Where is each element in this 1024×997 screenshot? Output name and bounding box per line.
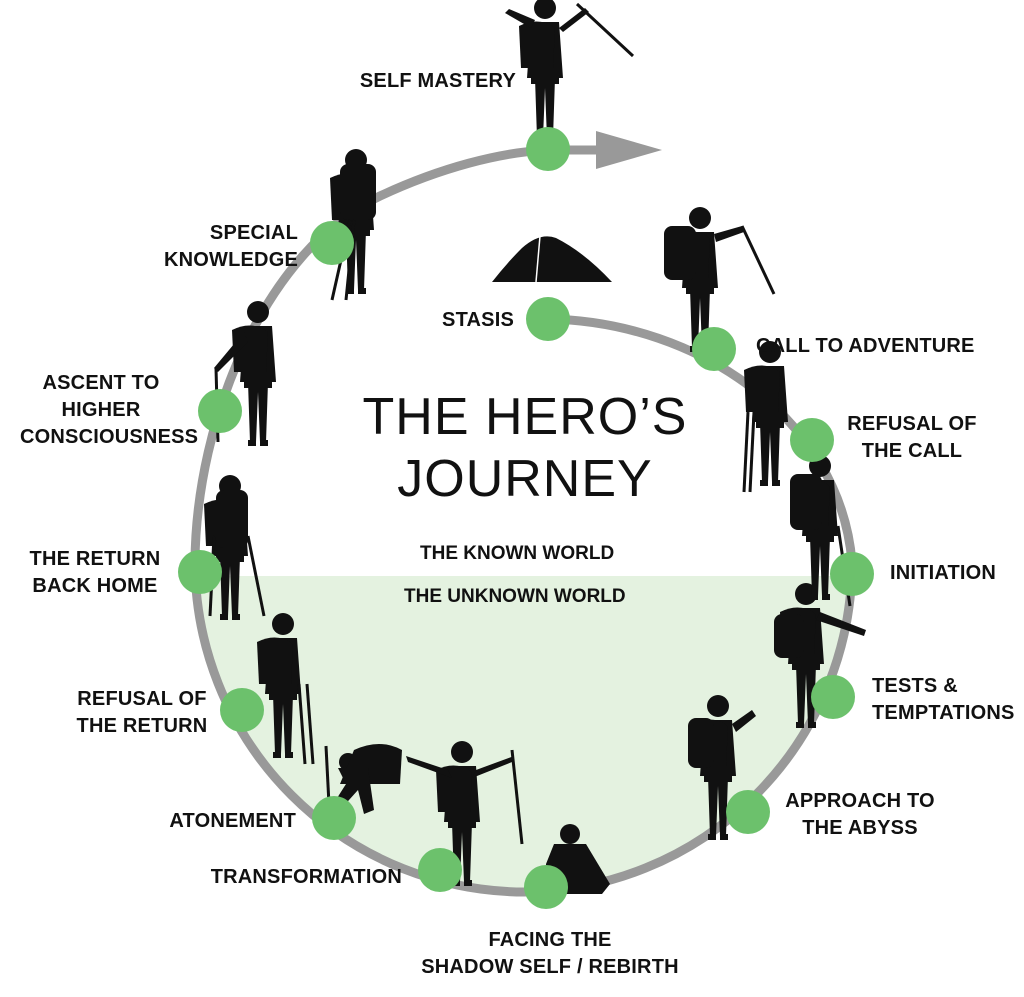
label-ascent-line-2: HIGHER bbox=[61, 399, 141, 421]
label-approach-line-1: APPROACH TO bbox=[785, 790, 935, 812]
tent-icon bbox=[492, 236, 612, 282]
label-return-home: THE RETURN BACK HOME bbox=[18, 546, 172, 600]
label-return-home-line-1: THE RETURN bbox=[29, 548, 161, 570]
label-call-to-adventure-text: CALL TO ADVENTURE bbox=[756, 335, 975, 357]
label-stasis-text: STASIS bbox=[442, 309, 514, 331]
node-transformation bbox=[418, 848, 462, 892]
hiker-refusal-return-icon bbox=[257, 613, 315, 765]
label-ascent-line-3: CONSCIOUSNESS bbox=[20, 426, 199, 448]
label-refusal-call-line-1: REFUSAL OF bbox=[847, 413, 977, 435]
hiker-refusal-call-icon bbox=[742, 341, 788, 493]
hiker-atonement-icon bbox=[324, 744, 402, 825]
label-tests: TESTS & TEMPTATIONS bbox=[872, 673, 1022, 727]
label-initiation: INITIATION bbox=[890, 560, 1020, 587]
known-world-label: THE KNOWN WORLD bbox=[420, 543, 615, 564]
label-stasis: STASIS bbox=[400, 307, 514, 334]
label-atonement-text: ATONEMENT bbox=[169, 810, 296, 832]
unknown-world-label: THE UNKNOWN WORLD bbox=[404, 586, 626, 607]
label-call-to-adventure: CALL TO ADVENTURE bbox=[756, 333, 1006, 360]
label-ascent: ASCENT TO HIGHER CONSCIOUSNESS bbox=[20, 370, 199, 451]
label-transformation-text: TRANSFORMATION bbox=[210, 866, 402, 888]
arrow-head-icon bbox=[596, 131, 662, 169]
title-line-1: THE HERO’S bbox=[362, 388, 688, 446]
label-special-knowledge-line-1: SPECIAL bbox=[209, 222, 298, 244]
silhouettes bbox=[204, 0, 866, 894]
label-refusal-return: REFUSAL OF THE RETURN bbox=[62, 686, 222, 740]
node-ascent bbox=[198, 389, 242, 433]
label-approach: APPROACH TO THE ABYSS bbox=[776, 788, 944, 842]
label-refusal-call-line-2: THE CALL bbox=[861, 440, 963, 462]
node-return-home bbox=[178, 550, 222, 594]
label-return-home-line-2: BACK HOME bbox=[32, 575, 158, 597]
node-initiation bbox=[830, 552, 874, 596]
label-initiation-text: INITIATION bbox=[890, 562, 997, 584]
label-transformation: TRANSFORMATION bbox=[160, 864, 402, 891]
hiker-approach-abyss-icon bbox=[688, 695, 756, 840]
label-facing-shadow-line-2: SHADOW SELF / REBIRTH bbox=[421, 956, 679, 978]
label-refusal-return-line-2: THE RETURN bbox=[76, 715, 208, 737]
label-special-knowledge-line-2: KNOWLEDGE bbox=[163, 249, 298, 271]
hiker-transformation-icon bbox=[406, 741, 524, 886]
label-facing-shadow-line-1: FACING THE bbox=[488, 929, 612, 951]
node-facing-shadow bbox=[524, 865, 568, 909]
label-facing-shadow: FACING THE SHADOW SELF / REBIRTH bbox=[400, 927, 700, 981]
node-refusal-return bbox=[220, 688, 264, 732]
label-tests-line-2: TEMPTATIONS bbox=[872, 702, 1015, 724]
label-refusal-call: REFUSAL OF THE CALL bbox=[842, 411, 982, 465]
node-tests bbox=[811, 675, 855, 719]
stage-nodes bbox=[178, 127, 874, 909]
node-self-mastery bbox=[526, 127, 570, 171]
node-approach bbox=[726, 790, 770, 834]
label-ascent-line-1: ASCENT TO bbox=[42, 372, 160, 394]
hiker-special-knowledge-icon bbox=[330, 149, 376, 301]
hiker-call-adventure-icon bbox=[664, 207, 776, 352]
label-atonement: ATONEMENT bbox=[120, 808, 296, 835]
diagram-title: THE HERO’S JOURNEY bbox=[330, 386, 720, 510]
node-call-to-adventure bbox=[692, 327, 736, 371]
node-atonement bbox=[312, 796, 356, 840]
hiker-tests-icon bbox=[774, 583, 866, 728]
label-self-mastery-text: SELF MASTERY bbox=[359, 70, 516, 92]
node-refusal-call bbox=[790, 418, 834, 462]
tent-seam bbox=[535, 235, 541, 283]
label-refusal-return-line-1: REFUSAL OF bbox=[77, 688, 207, 710]
hiker-self-mastery-icon bbox=[505, 0, 635, 142]
label-approach-line-2: THE ABYSS bbox=[802, 817, 918, 839]
label-tests-line-1: TESTS & bbox=[872, 675, 958, 697]
label-self-mastery: SELF MASTERY bbox=[300, 68, 516, 95]
title-line-2: JOURNEY bbox=[397, 450, 653, 508]
node-special-knowledge bbox=[310, 221, 354, 265]
node-stasis bbox=[526, 297, 570, 341]
label-special-knowledge: SPECIAL KNOWLEDGE bbox=[120, 220, 298, 274]
